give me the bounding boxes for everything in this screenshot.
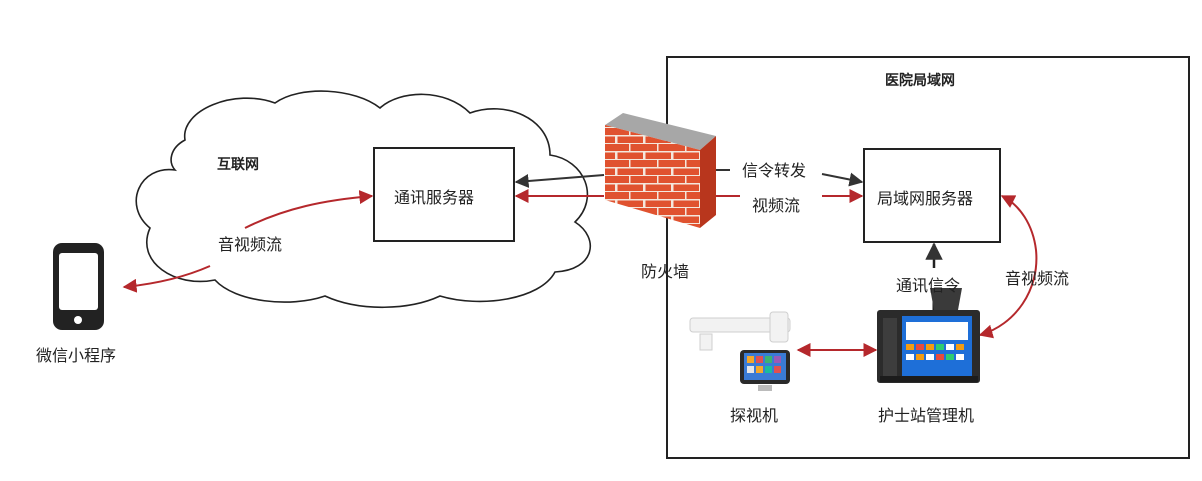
signal-forward-label: 信令转发 [742,161,807,180]
lan-region-label: 医院局域网 [885,73,955,89]
smartphone-icon [53,243,104,330]
video-stream-label: 视频流 [752,196,801,215]
internet-label: 互联网 [217,157,259,173]
tablet-arm-icon [689,311,791,391]
comm-signal-label: 通讯信令 [896,276,961,295]
lan-region-border [666,56,1190,459]
lan-server-label: 局域网服务器 [877,189,974,208]
av-curve-to-comm [244,190,374,229]
visit-device-label: 探视机 [730,406,779,425]
internet-cloud [135,90,591,309]
firewall-label: 防火墙 [641,262,690,281]
av-stream-left-label: 音视频流 [218,235,283,254]
lan-server-box [863,148,1001,243]
desk-terminal-icon [877,288,980,383]
brick-wall-icon [605,113,716,228]
av-curve-right [978,195,1038,339]
comm-server-box [373,147,515,242]
signal-arrow-to-comm [514,174,605,188]
mobile-label: 微信小程序 [36,346,117,365]
av-arrow-to-phone [122,265,211,293]
signal-forward-arrow [821,172,864,187]
av-stream-right-label: 音视频流 [1005,269,1070,288]
nurse-station-label: 护士站管理机 [878,406,975,425]
comm-server-label: 通讯服务器 [394,188,475,207]
